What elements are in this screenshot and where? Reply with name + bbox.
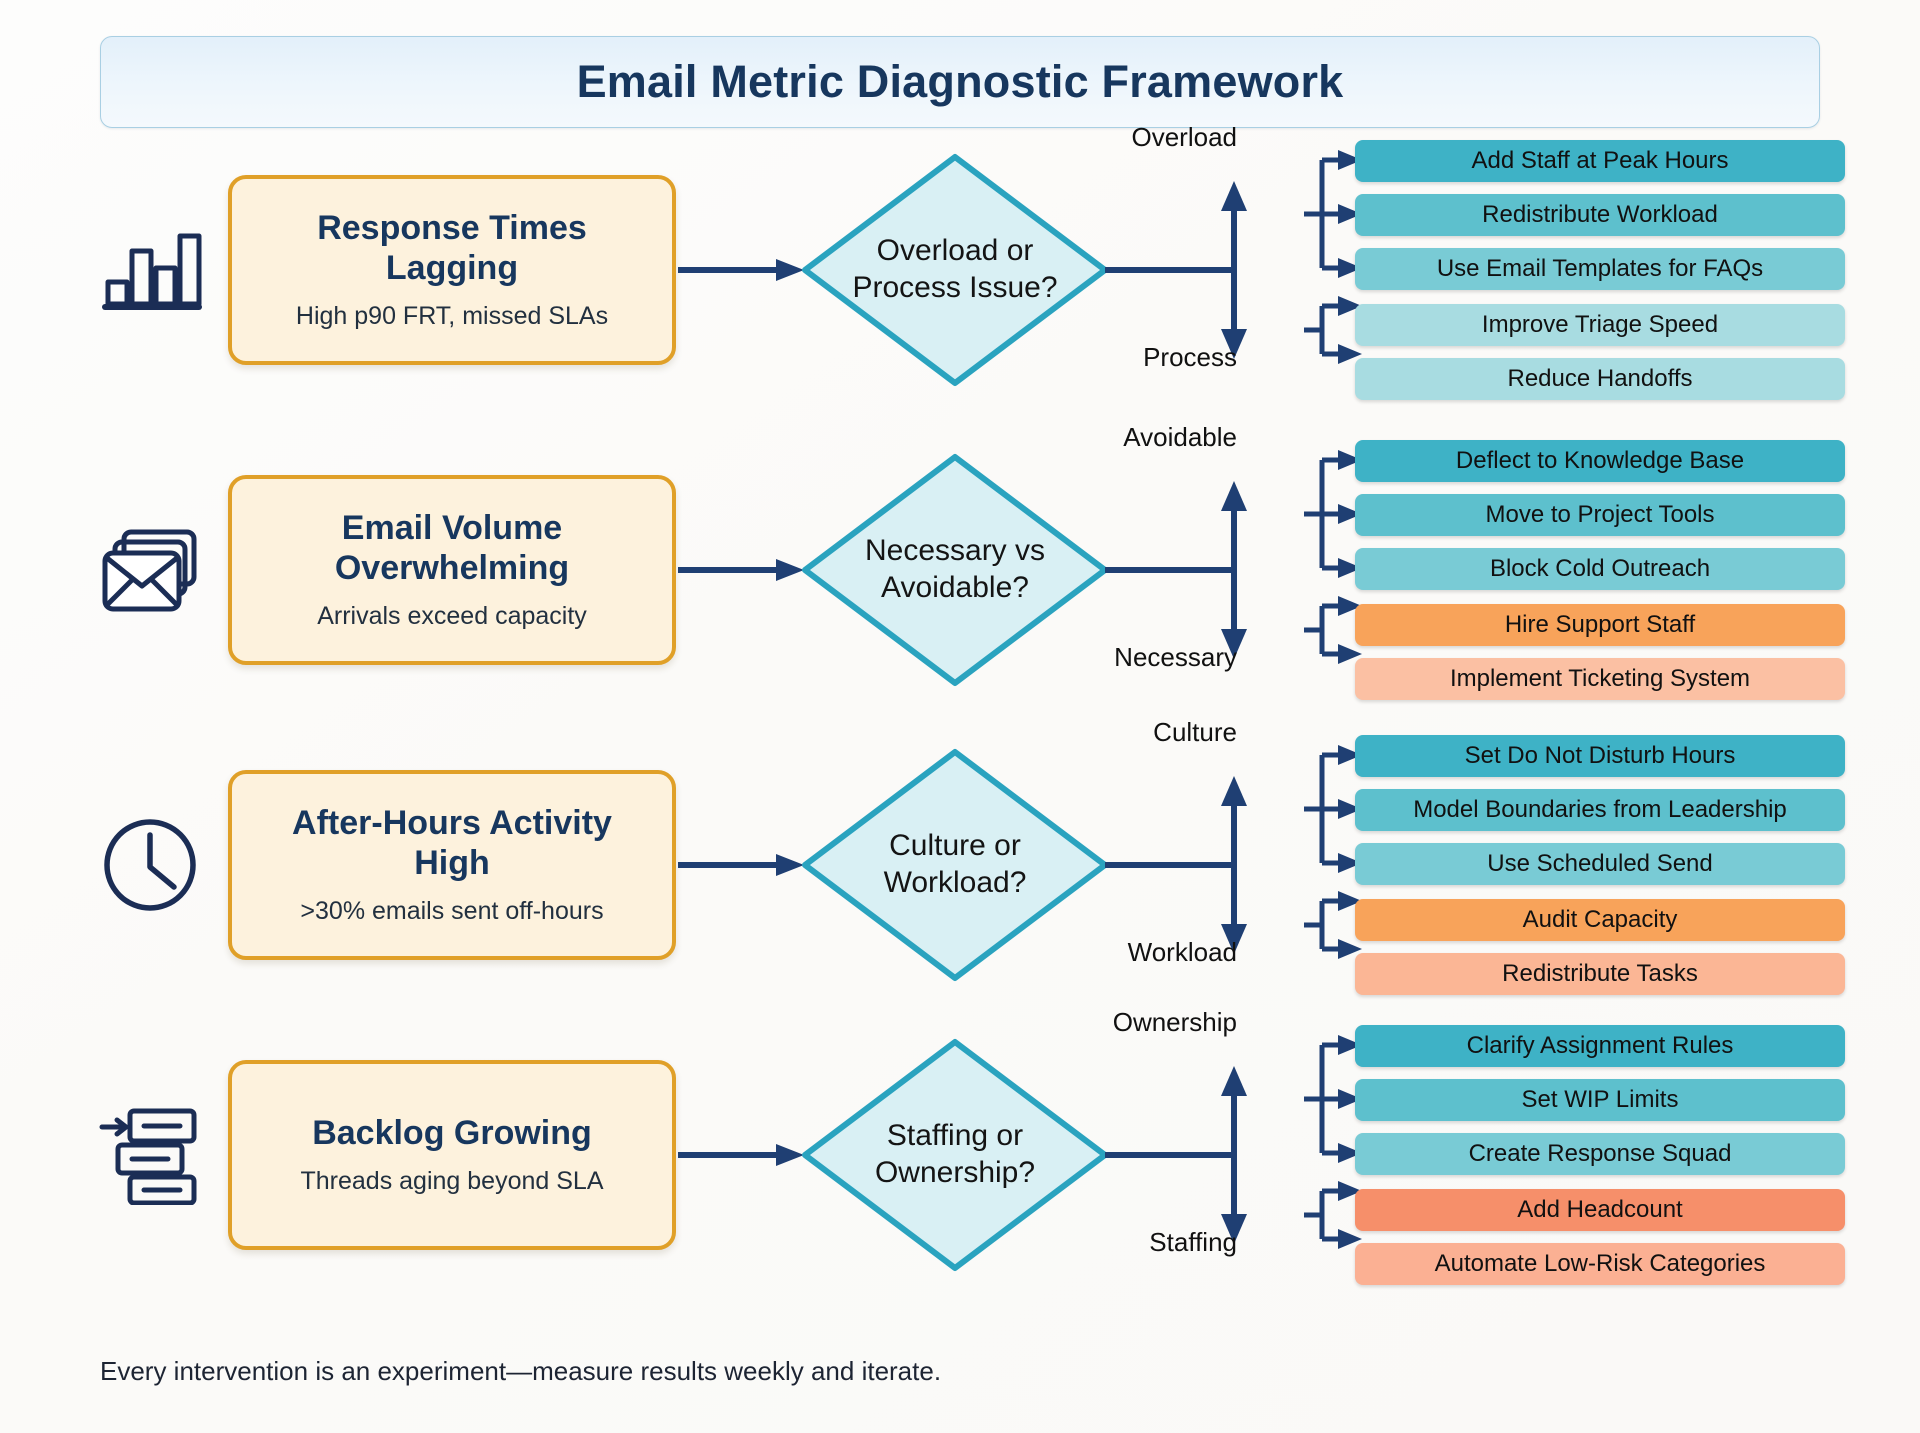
problem-card[interactable]: Backlog Growing Threads aging beyond SLA — [228, 1060, 676, 1250]
decision-label: Necessary vs Avoidable? — [864, 534, 1046, 604]
action-pill[interactable]: Move to Project Tools — [1355, 494, 1845, 536]
action-pill[interactable]: Audit Capacity — [1355, 899, 1845, 941]
action-pill[interactable]: Model Boundaries from Leadership — [1355, 789, 1845, 831]
problem-title: Backlog Growing — [312, 1114, 592, 1153]
stacked-envelopes-icon — [95, 515, 205, 625]
decision-diamond[interactable]: Culture or Workload? — [800, 747, 1110, 983]
decision-diamond[interactable]: Overload or Process Issue? — [800, 152, 1110, 388]
action-pill[interactable]: Block Cold Outreach — [1355, 548, 1845, 590]
backlog-icon — [95, 1100, 205, 1210]
group-spacer — [1355, 1175, 1845, 1189]
action-group-lower: Add Headcount Automate Low-Risk Categori… — [1355, 1189, 1845, 1285]
branch-connector: Ownership Staffing — [1105, 1007, 1335, 1280]
title-banner: Email Metric Diagnostic Framework — [100, 36, 1820, 128]
connector-card-to-decision — [678, 257, 806, 283]
branch-connector: Avoidable Necessary — [1105, 422, 1335, 695]
action-group-upper: Add Staff at Peak Hours Redistribute Wor… — [1355, 140, 1845, 290]
bar-chart-icon — [95, 215, 205, 325]
problem-title: Response Times Lagging — [317, 209, 587, 287]
branch-connector: Overload Process — [1105, 122, 1335, 395]
group-spacer — [1355, 590, 1845, 604]
connector-card-to-decision — [678, 852, 806, 878]
action-pill[interactable]: Set Do Not Disturb Hours — [1355, 735, 1845, 777]
problem-card[interactable]: Email Volume Overwhelming Arrivals excee… — [228, 475, 676, 665]
decision-label: Culture or Workload? — [883, 829, 1027, 899]
action-pill[interactable]: Create Response Squad — [1355, 1133, 1845, 1175]
branch-connector: Culture Workload — [1105, 717, 1335, 990]
branch-label: Process — [1143, 341, 1237, 372]
decision-label: Staffing or Ownership? — [874, 1119, 1036, 1189]
group-spacer — [1355, 885, 1845, 899]
group-spacer — [1355, 290, 1845, 304]
diagnostic-row: Backlog Growing Threads aging beyond SLA… — [0, 1007, 1920, 1285]
action-group-upper: Set Do Not Disturb Hours Model Boundarie… — [1355, 735, 1845, 885]
action-pill[interactable]: Improve Triage Speed — [1355, 304, 1845, 346]
page-title: Email Metric Diagnostic Framework — [576, 56, 1344, 107]
action-pill[interactable]: Redistribute Workload — [1355, 194, 1845, 236]
branch-label: Ownership — [1112, 1006, 1237, 1037]
branch-label: Avoidable — [1123, 421, 1237, 452]
action-pill[interactable]: Clarify Assignment Rules — [1355, 1025, 1845, 1067]
action-pill[interactable]: Implement Ticketing System — [1355, 658, 1845, 700]
action-group-upper: Deflect to Knowledge Base Move to Projec… — [1355, 440, 1845, 590]
action-pill[interactable]: Use Scheduled Send — [1355, 843, 1845, 885]
footer-note: Every intervention is an experiment—meas… — [100, 1356, 942, 1386]
branch-label: Staffing — [1149, 1226, 1237, 1257]
action-pill[interactable]: Reduce Handoffs — [1355, 358, 1845, 400]
connector-card-to-decision — [678, 1142, 806, 1168]
problem-card[interactable]: Response Times Lagging High p90 FRT, mis… — [228, 175, 676, 365]
action-pill[interactable]: Set WIP Limits — [1355, 1079, 1845, 1121]
action-group-lower: Hire Support Staff Implement Ticketing S… — [1355, 604, 1845, 700]
branch-label: Necessary — [1114, 641, 1237, 672]
action-list: Clarify Assignment Rules Set WIP Limits … — [1355, 1025, 1845, 1285]
action-pill[interactable]: Automate Low-Risk Categories — [1355, 1243, 1845, 1285]
decision-diamond[interactable]: Staffing or Ownership? — [800, 1037, 1110, 1273]
action-list: Deflect to Knowledge Base Move to Projec… — [1355, 440, 1845, 700]
problem-title: Email Volume Overwhelming — [334, 509, 570, 587]
branch-label: Overload — [1131, 121, 1238, 152]
clock-icon — [95, 810, 205, 920]
problem-subtitle: >30% emails sent off-hours — [300, 896, 604, 925]
action-list: Add Staff at Peak Hours Redistribute Wor… — [1355, 140, 1845, 400]
decision-diamond[interactable]: Necessary vs Avoidable? — [800, 452, 1110, 688]
problem-subtitle: Arrivals exceed capacity — [317, 601, 587, 630]
action-pill[interactable]: Add Headcount — [1355, 1189, 1845, 1231]
action-group-upper: Clarify Assignment Rules Set WIP Limits … — [1355, 1025, 1845, 1175]
problem-subtitle: Threads aging beyond SLA — [300, 1166, 604, 1195]
action-list: Set Do Not Disturb Hours Model Boundarie… — [1355, 735, 1845, 995]
connector-card-to-decision — [678, 557, 806, 583]
action-pill[interactable]: Use Email Templates for FAQs — [1355, 248, 1845, 290]
diagnostic-row: Email Volume Overwhelming Arrivals excee… — [0, 422, 1920, 700]
action-pill[interactable]: Add Staff at Peak Hours — [1355, 140, 1845, 182]
problem-subtitle: High p90 FRT, missed SLAs — [295, 301, 609, 330]
action-pill[interactable]: Hire Support Staff — [1355, 604, 1845, 646]
branch-label: Workload — [1127, 936, 1237, 967]
branch-label: Culture — [1153, 716, 1237, 747]
action-group-lower: Audit Capacity Redistribute Tasks — [1355, 899, 1845, 995]
action-group-lower: Improve Triage Speed Reduce Handoffs — [1355, 304, 1845, 400]
problem-card[interactable]: After-Hours Activity High >30% emails se… — [228, 770, 676, 960]
decision-label: Overload or Process Issue? — [852, 234, 1058, 304]
action-pill[interactable]: Deflect to Knowledge Base — [1355, 440, 1845, 482]
action-pill[interactable]: Redistribute Tasks — [1355, 953, 1845, 995]
problem-title: After-Hours Activity High — [292, 804, 612, 882]
diagnostic-row: Response Times Lagging High p90 FRT, mis… — [0, 122, 1920, 400]
diagnostic-row: After-Hours Activity High >30% emails se… — [0, 717, 1920, 995]
